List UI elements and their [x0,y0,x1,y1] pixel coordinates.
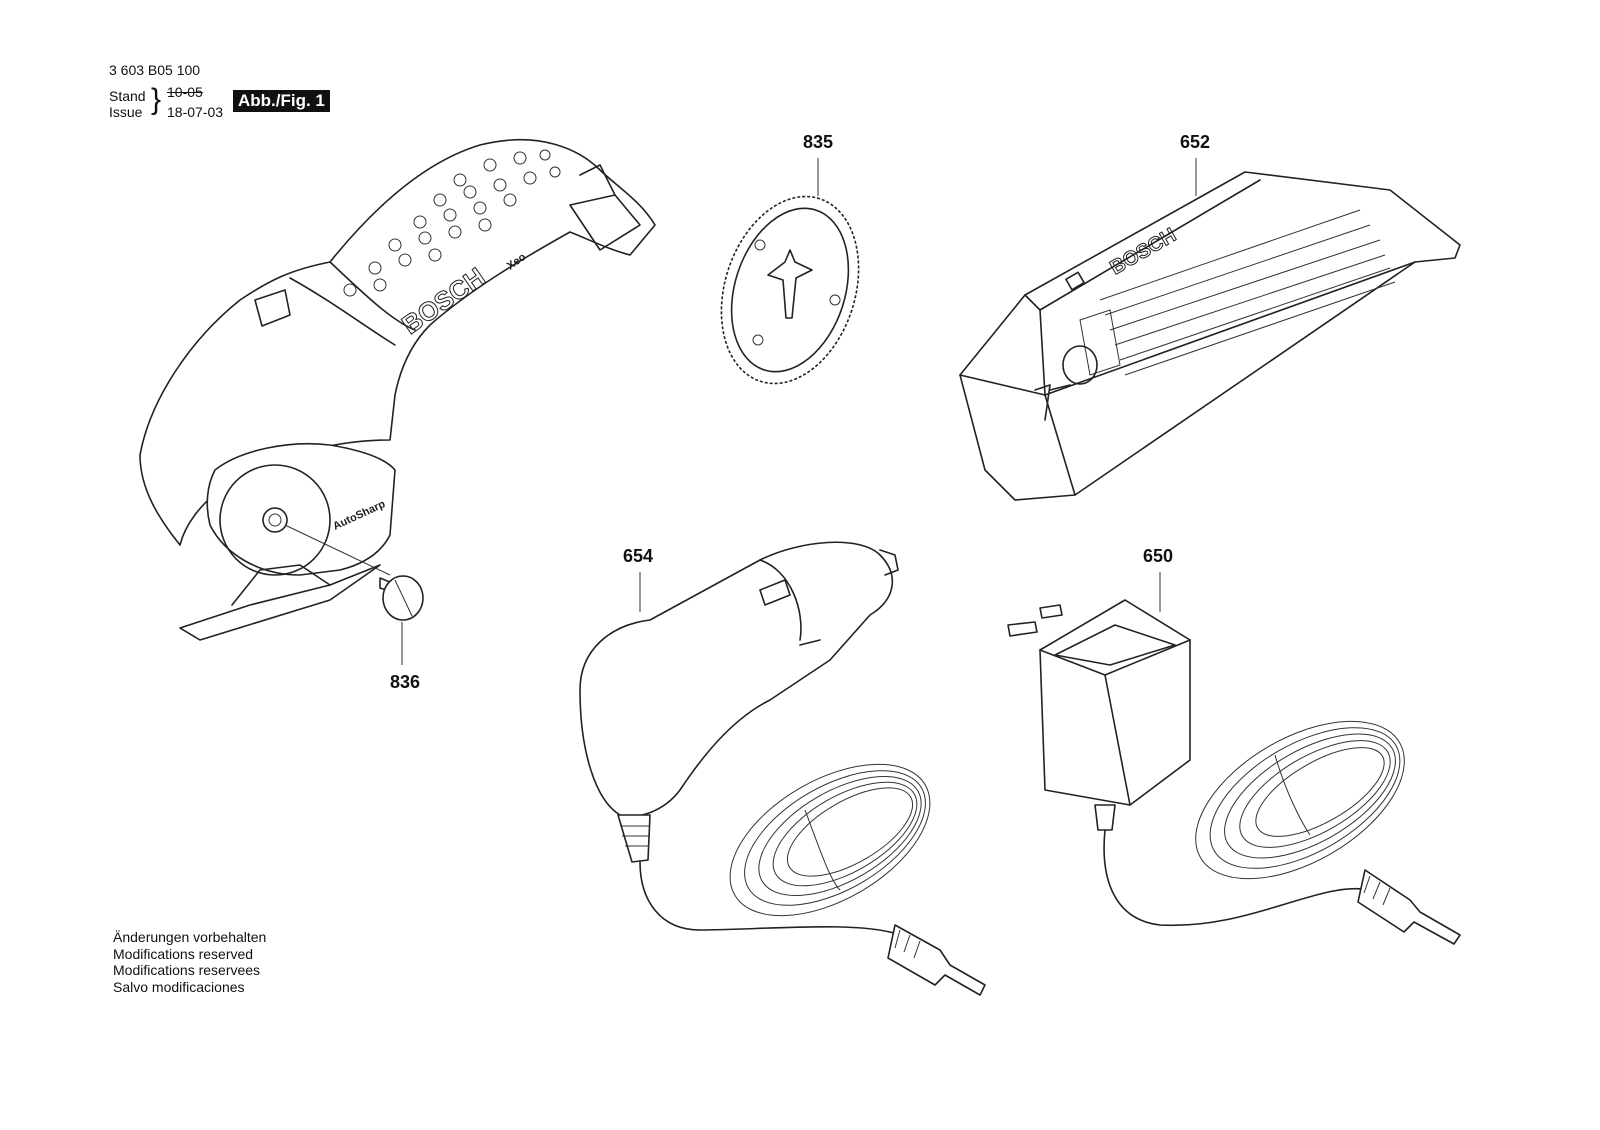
issue-date: 18-07-03 [167,104,224,120]
callout-654: 654 [623,546,653,566]
callout-835: 835 [803,132,833,152]
part-835-blade: 835 [720,132,860,385]
multi-cutter-tool: BOSCH Xeo AutoSharp [139,138,656,641]
tray-slats [1079,209,1396,376]
brace-symbol: } [151,83,162,116]
issue-label: Issue [109,104,143,120]
note-de: Änderungen vorbehalten [113,929,267,945]
note-en: Modifications reserved [113,945,254,962]
callout-836: 836 [390,672,420,692]
stand-date: 10-05 [167,84,203,100]
figure-label: Abb./Fig. 1 [233,90,330,112]
document-number: 3 603 B05 100 [109,62,201,78]
part-654-car-adapter: 654 [579,541,986,996]
callout-652: 652 [1180,132,1210,152]
part-652-charging-tray: 652 BOSCH [959,132,1461,501]
grip-dots [343,149,561,297]
note-fr: Modifications reservees [113,962,261,978]
stand-label: Stand [109,88,146,104]
callout-650: 650 [1143,546,1173,566]
modification-notes: Änderungen vorbehalten Modifications res… [113,929,266,995]
wall-charger-cord-coil [1195,720,1405,880]
note-es: Salvo modificaciones [113,978,245,995]
part-650-wall-charger: 650 [1007,546,1461,945]
car-adapter-cord-coil [729,763,931,917]
part-836-screw: 836 [379,575,424,692]
